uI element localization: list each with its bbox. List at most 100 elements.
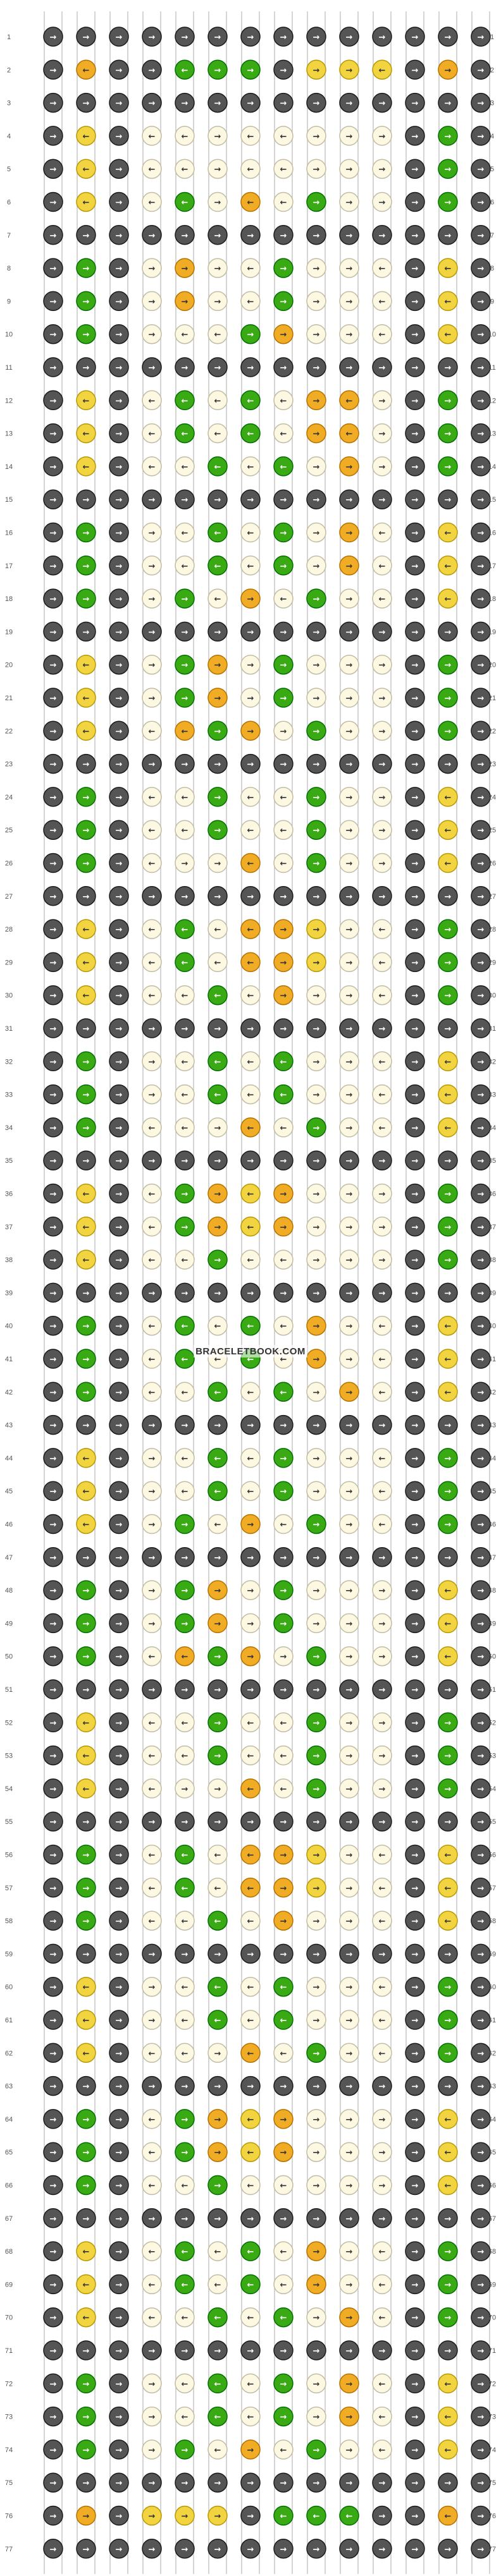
arrow-right-icon: → (379, 198, 386, 208)
arrow-right-icon: → (214, 1157, 221, 1166)
knot: ← (273, 2307, 294, 2328)
arrow-left-icon: ← (379, 2247, 386, 2257)
arrow-left-icon: ← (280, 430, 287, 439)
arrow-right-icon: → (280, 2479, 287, 2488)
knot-circle (306, 159, 326, 179)
arrow-right-icon: → (149, 529, 156, 538)
knot: → (372, 1679, 392, 1699)
knot: → (405, 2472, 425, 2493)
knot: ← (142, 191, 162, 212)
arrow-left-icon: ← (247, 1256, 254, 1265)
arrow-right-icon: → (346, 1950, 353, 1959)
knot: ← (273, 1712, 294, 1733)
arrow-right-icon: → (280, 2413, 287, 2422)
arrow-left-icon: ← (379, 1851, 386, 1861)
arrow-left-icon: ← (182, 529, 189, 538)
arrow-left-icon: ← (445, 264, 452, 274)
arrow-left-icon: ← (379, 2379, 386, 2389)
arrow-right-icon: → (478, 958, 485, 968)
knot: → (372, 423, 392, 444)
row-number-left: 9 (7, 298, 11, 305)
knot: ← (372, 2439, 392, 2460)
arrow-right-icon: → (313, 2545, 320, 2555)
arrow-right-icon: → (280, 297, 287, 307)
arrow-right-icon: → (346, 1190, 353, 1200)
knot-circle (240, 1414, 261, 1435)
knot-circle (175, 1183, 195, 1204)
knot: → (339, 1911, 359, 1931)
arrow-left-icon: ← (214, 1487, 221, 1497)
arrow-left-icon: ← (182, 1851, 189, 1861)
knot: ← (240, 291, 261, 312)
knot-circle (438, 59, 458, 80)
arrow-left-icon: ← (445, 1355, 452, 1364)
arrow-right-icon: → (346, 1718, 353, 1728)
knot: → (207, 258, 228, 278)
knot-circle (76, 59, 96, 80)
knot: ← (273, 820, 294, 840)
knot-circle (339, 92, 359, 113)
arrow-right-icon: → (83, 264, 90, 274)
knot: → (372, 1018, 392, 1038)
knot: → (43, 1712, 63, 1733)
arrow-left-icon: ← (214, 1521, 221, 1530)
knot: → (339, 753, 359, 774)
arrow-right-icon: → (346, 925, 353, 935)
knot: → (142, 654, 162, 675)
knot: → (405, 1414, 425, 1435)
knot-circle (372, 225, 392, 245)
knot: ← (240, 1745, 261, 1766)
knot: ← (76, 1448, 96, 1468)
knot: → (240, 588, 261, 609)
knot: → (372, 92, 392, 113)
knot-circle (471, 1117, 491, 1138)
knot-circle (43, 126, 63, 146)
knot-circle (240, 324, 261, 344)
knot: → (207, 1249, 228, 1270)
arrow-right-icon: → (280, 264, 287, 274)
knot-circle (142, 1382, 162, 1402)
arrow-left-icon: ← (247, 2049, 254, 2058)
knot: → (339, 489, 359, 509)
knot: ← (240, 423, 261, 444)
arrow-right-icon: → (50, 396, 57, 406)
knot: → (306, 919, 326, 939)
knot: → (240, 2208, 261, 2228)
knot-circle (405, 621, 425, 642)
knot-circle (109, 456, 129, 477)
arrow-right-icon: → (83, 595, 90, 604)
arrow-right-icon: → (149, 2215, 156, 2224)
knot-circle (175, 191, 195, 212)
knot: → (43, 1613, 63, 1634)
arrow-right-icon: → (83, 2512, 90, 2522)
knot: → (438, 2340, 458, 2360)
knot: → (471, 1051, 491, 1072)
arrow-right-icon: → (412, 1851, 419, 1861)
knot: → (405, 1051, 425, 1072)
arrow-right-icon: → (280, 363, 287, 373)
row-number-left: 13 (5, 430, 13, 438)
knot: → (109, 191, 129, 212)
arrow-left-icon: ← (182, 2016, 189, 2026)
arrow-right-icon: → (50, 1487, 57, 1497)
knot: ← (76, 1249, 96, 1270)
arrow-right-icon: → (116, 529, 123, 538)
arrow-left-icon: ← (247, 396, 254, 406)
knot-circle (372, 1150, 392, 1170)
arrow-left-icon: ← (280, 2182, 287, 2191)
knot: → (306, 1117, 326, 1138)
arrow-left-icon: ← (247, 793, 254, 803)
arrow-right-icon: → (412, 2347, 419, 2356)
knot-circle (175, 654, 195, 675)
arrow-left-icon: ← (247, 198, 254, 208)
knot: → (339, 2241, 359, 2261)
arrow-right-icon: → (247, 694, 254, 703)
knot-circle (175, 919, 195, 939)
knot: → (43, 556, 63, 576)
row-number-right: 75 (488, 2479, 496, 2487)
arrow-left-icon: ← (247, 430, 254, 439)
row-number-right: 49 (488, 1620, 496, 1627)
arrow-right-icon: → (313, 2247, 320, 2257)
arrow-right-icon: → (478, 1586, 485, 1596)
knot-circle (372, 853, 392, 873)
